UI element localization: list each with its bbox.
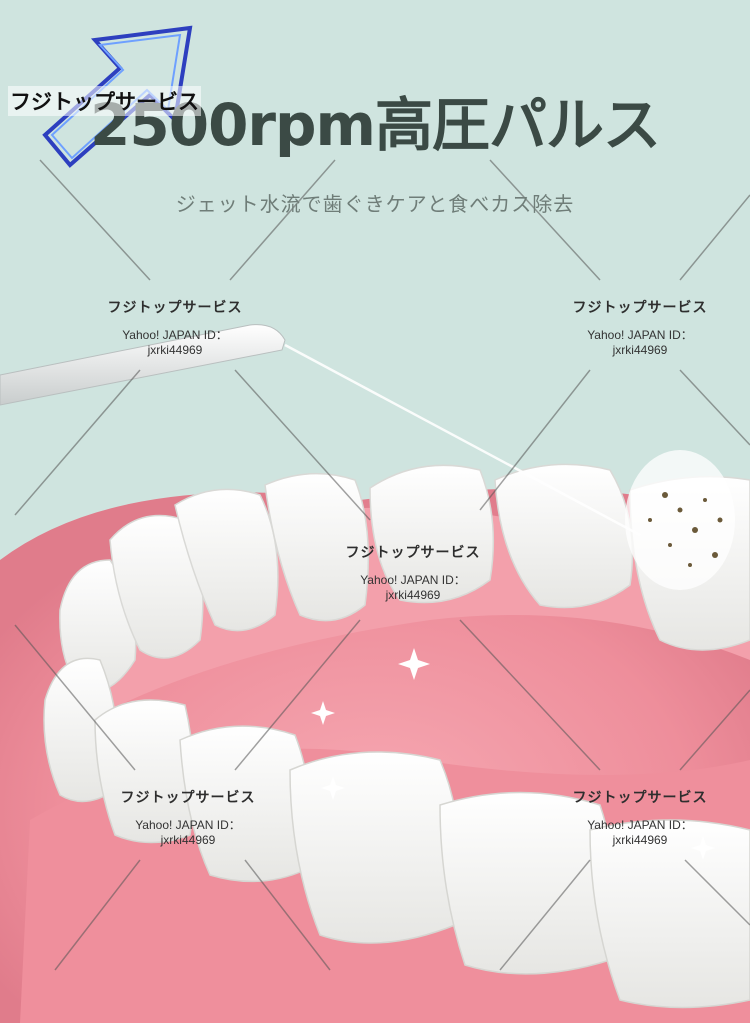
watermark-brand: フジトップサービス — [345, 545, 481, 561]
watermark-stamp: フジトップサービス Yahoo! JAPAN ID： jxrki44969 — [55, 300, 295, 358]
page-subtitle: ジェット水流で歯ぐきケアと食べカス除去 — [175, 192, 575, 216]
watermark-id-label: Yahoo! JAPAN ID： — [135, 817, 241, 832]
watermark-id-value: jxrki44969 — [385, 587, 441, 602]
watermark-id-value: jxrki44969 — [612, 342, 668, 357]
watermark-stamp: フジトップサービス Yahoo! JAPAN ID： jxrki44969 — [68, 790, 308, 848]
irrigator-nozzle — [0, 324, 286, 406]
watermark-stamp: フジトップサービス Yahoo! JAPAN ID： jxrki44969 — [293, 545, 533, 603]
watermark-lines — [14, 159, 750, 971]
watermark-stamp: フジトップサービス Yahoo! JAPAN ID： jxrki44969 — [520, 790, 750, 848]
watermark-id-label: Yahoo! JAPAN ID： — [587, 817, 693, 832]
watermark-id-value: jxrki44969 — [147, 342, 203, 357]
brand-logo-text: フジトップサービス — [8, 86, 201, 116]
debris-splash — [625, 450, 735, 590]
lower-teeth-row — [43, 657, 750, 1009]
watermark-id-value: jxrki44969 — [160, 832, 216, 847]
watermark-brand: フジトップサービス — [572, 790, 708, 806]
watermark-id-label: Yahoo! JAPAN ID： — [122, 327, 228, 342]
arrow-logo-icon — [42, 25, 193, 168]
sparkles — [311, 648, 715, 860]
watermark-brand: フジトップサービス — [120, 790, 256, 806]
watermark-id-value: jxrki44969 — [612, 832, 668, 847]
water-jet — [284, 343, 641, 537]
watermark-id-label: Yahoo! JAPAN ID： — [587, 327, 693, 342]
watermark-stamp: フジトップサービス Yahoo! JAPAN ID： jxrki44969 — [520, 300, 750, 358]
watermark-brand: フジトップサービス — [107, 300, 243, 316]
watermark-id-label: Yahoo! JAPAN ID： — [360, 572, 466, 587]
watermark-brand: フジトップサービス — [572, 300, 708, 316]
